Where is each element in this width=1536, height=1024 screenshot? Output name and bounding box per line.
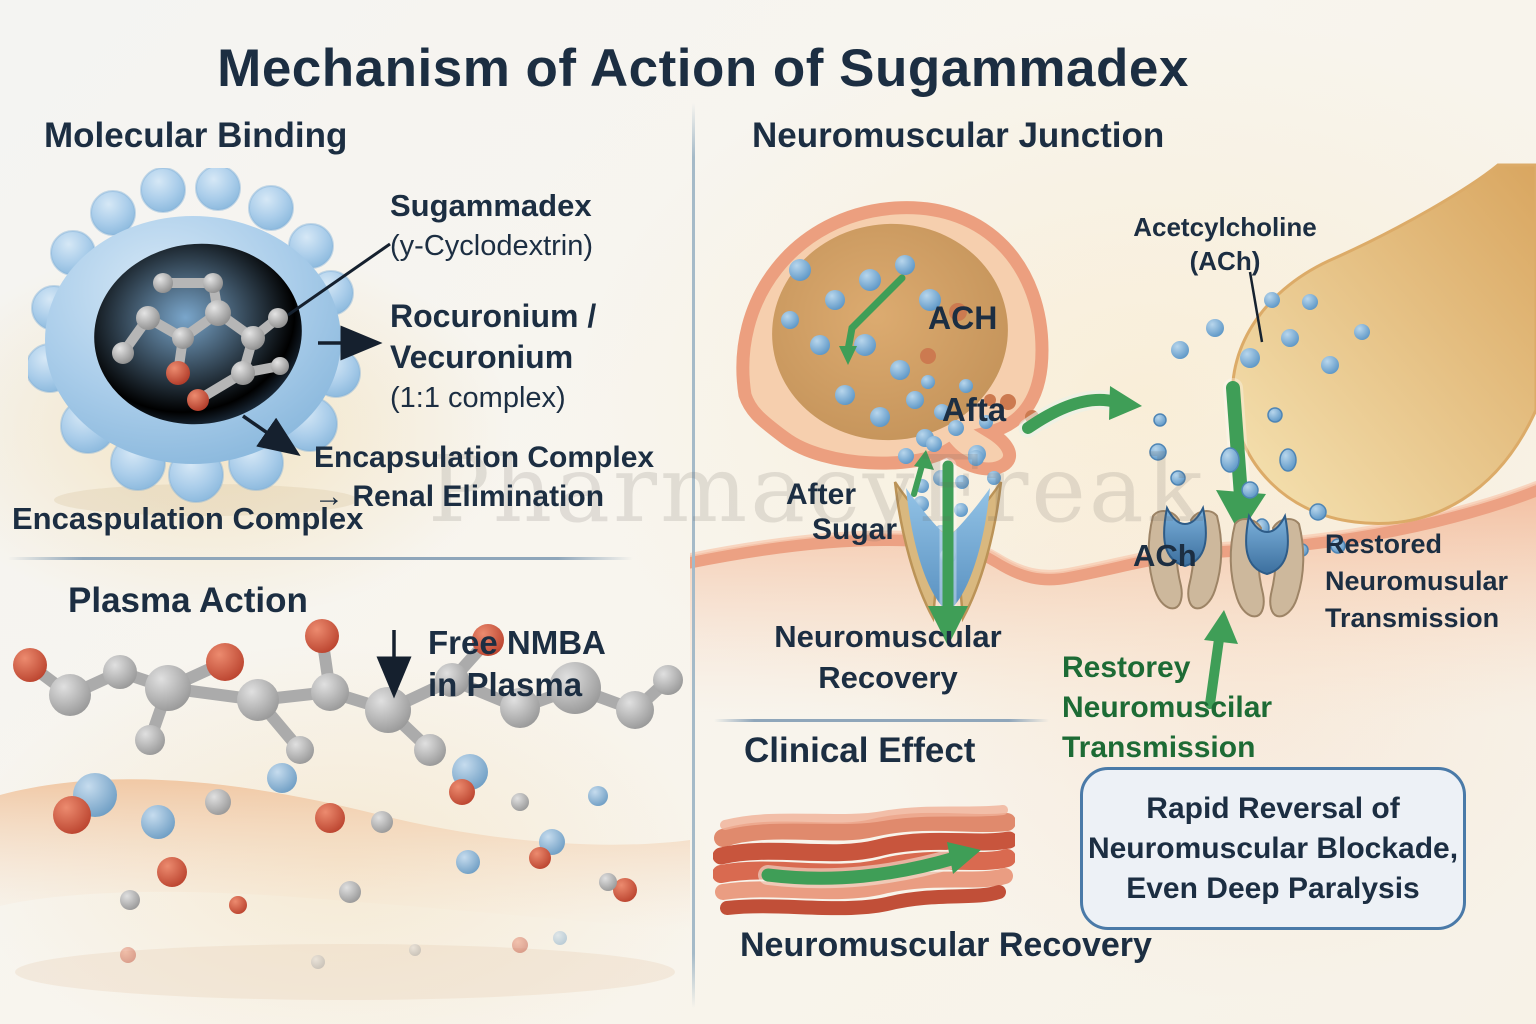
label-line: (ACh) [1189, 246, 1261, 276]
label-rocuronium: Rocuronium / Vecuronium (1:1 complex) [390, 296, 596, 418]
label-ach-receptor: ACh [1133, 538, 1197, 573]
label-line: Transmission [1325, 603, 1500, 633]
arrow-ach-release-down [1216, 378, 1266, 534]
label-line: in Plasma [428, 666, 583, 703]
label-line: After [786, 478, 857, 511]
label-line: → Renal Elimination [314, 480, 605, 513]
label-line: (y-Cyclodextrin) [390, 230, 594, 262]
heading-clinical-effect: Clinical Effect [744, 731, 976, 770]
callout-line: Rapid Reversal of [1146, 791, 1400, 825]
sugammadex-pointer-line [287, 242, 391, 317]
label-line: Restored [1325, 529, 1443, 559]
label-line: Sugammadex [390, 188, 592, 223]
muscle-membrane [690, 481, 1536, 720]
label-line: (1:1 complex) [390, 382, 566, 414]
vesicle-release-pointer [839, 274, 906, 365]
label-afta: Afta [942, 391, 1007, 428]
label-encaspulation-complex: Encaspulation Complex [12, 501, 364, 536]
heading-plasma-action: Plasma Action [68, 581, 308, 620]
label-restored-transmission: Restored Neuromusular Transmission [1325, 526, 1508, 637]
arrow-muscle-recovery [758, 842, 981, 889]
nmba-molecule [13, 619, 683, 766]
label-encapsulation-complex: Encapsulation Complex → Renal Eliminatio… [314, 438, 654, 516]
callout-line: Neuromuscular Blockade, [1087, 831, 1459, 865]
divider-left-horizontal [8, 557, 633, 560]
synaptic-vesicles [781, 255, 941, 427]
arrow-through-funnel [928, 457, 968, 646]
label-line: Neuromusular [1325, 566, 1509, 596]
ach-receptor-2 [1229, 512, 1305, 618]
label-sugammadex: Sugammadex (y-Cyclodextrin) [390, 186, 593, 266]
label-line: Neuromuscilar [1062, 691, 1273, 724]
ach-receptor-funnel [893, 375, 1003, 646]
heading-neuromuscular-junction: Neuromuscular Junction [752, 116, 1165, 155]
label-line: Transmission [1062, 731, 1256, 764]
label-restorey-transmission: Restorey Neuromuscilar Transmission [1062, 648, 1272, 768]
plasma-floor-shade [15, 944, 675, 1000]
free-nmba-spheres [53, 754, 637, 969]
label-line: Free NMBA [428, 624, 606, 661]
plasma-illustration [0, 619, 690, 1000]
ach-receptor-1 [1147, 504, 1223, 610]
label-line: Neuromuscular [774, 619, 1002, 654]
callout-line: Even Deep Paralysis [1126, 871, 1420, 905]
label-neuromuscular-recovery-mid: Neuromuscular Recovery [758, 616, 1018, 698]
label-line: Encapsulation Complex [314, 441, 655, 474]
acetylcholine-pointer-line [1248, 271, 1264, 343]
label-line: Vecuronium [390, 339, 574, 375]
arrow-encapsulation [242, 414, 301, 456]
synapse-illustration [690, 163, 1536, 720]
label-line: Restorey [1062, 651, 1191, 684]
label-free-nmba: Free NMBA in Plasma [428, 622, 606, 706]
label-line: Acetcylcholine [1133, 212, 1317, 242]
label-line: Recovery [818, 660, 958, 695]
label-line: Sugar [812, 513, 898, 546]
heading-molecular-binding: Molecular Binding [44, 116, 348, 155]
cyclodextrin-cup-illustration [28, 168, 361, 516]
label-neuromuscular-recovery-bottom: Neuromuscular Recovery [740, 926, 1152, 964]
muscle-illustration [713, 805, 1015, 916]
arrow-restorey-up [1204, 610, 1238, 709]
small-up-arrow [911, 450, 934, 497]
divider-right-horizontal [714, 719, 1049, 722]
presynaptic-terminal [736, 201, 1049, 476]
guest-molecule [112, 273, 289, 411]
page-title: Mechanism of Action of Sugammadex [217, 39, 1189, 98]
arrow-synapse-transfer [1018, 386, 1142, 438]
label-acetylcholine: Acetcylcholine (ACh) [1125, 210, 1325, 278]
label-line: Rocuronium / [390, 298, 597, 334]
callout-rapid-reversal: Rapid Reversal of Neuromuscular Blockade… [1080, 767, 1466, 930]
divider-vertical [692, 103, 695, 1008]
label-ach-vesicle: ACH [928, 300, 998, 336]
